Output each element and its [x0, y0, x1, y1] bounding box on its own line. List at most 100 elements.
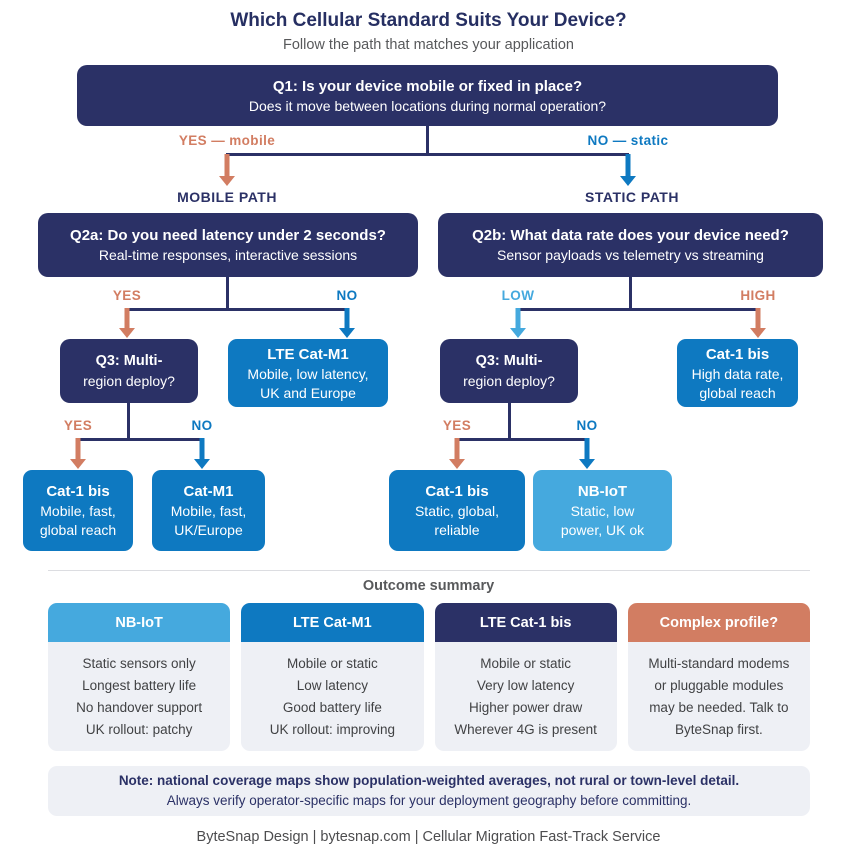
- q1-box: Q1: Is your device mobile or fixed in pl…: [77, 65, 778, 126]
- result-lte-cat-m1-line2: UK and Europe: [260, 384, 356, 401]
- result-catm1-uk-title: Cat-M1: [183, 483, 234, 501]
- q3-right-line2: region deploy?: [463, 372, 555, 389]
- arrow-down-q2b-low-icon: [510, 308, 526, 338]
- arrow-down-q3-left-no-icon: [194, 438, 210, 469]
- result-cat1bis-mobile-title: Cat-1 bis: [46, 483, 110, 501]
- q2a-box: Q2a: Do you need latency under 2 seconds…: [38, 213, 418, 277]
- q3-left-box: Q3: Multi- region deploy?: [60, 339, 198, 403]
- q3-left-stub-line: [127, 403, 130, 441]
- q3-right-no-label: NO: [576, 418, 598, 433]
- q2a-no-label: NO: [336, 288, 358, 303]
- result-nbiot-title: NB-IoT: [577, 483, 628, 501]
- summary-card-nbiot: NB-IoT Static sensors only Longest batte…: [48, 603, 231, 752]
- summary-card-line: Higher power draw: [468, 699, 583, 715]
- summary-card-line: Good battery life: [282, 699, 382, 715]
- summary-card-line: Wherever 4G is present: [454, 721, 597, 737]
- result-lte-cat-m1-box: LTE Cat-M1 Mobile, low latency, UK and E…: [228, 339, 388, 407]
- result-catm1-uk-line1: Mobile, fast,: [170, 503, 247, 520]
- summary-card-line: Very low latency: [476, 677, 575, 693]
- summary-card-nbiot-body: Static sensors only Longest battery life…: [48, 642, 231, 752]
- q2b-title: Q2b: What data rate does your device nee…: [472, 227, 789, 245]
- note-regular-line: Always verify operator-specific maps for…: [166, 793, 692, 808]
- q3-right-box: Q3: Multi- region deploy?: [440, 339, 578, 403]
- summary-card-line: ByteSnap first.: [674, 721, 763, 737]
- q2b-stub-line: [629, 277, 632, 311]
- q2a-branch-line: [126, 308, 348, 311]
- summary-card-catm1-body: Mobile or static Low latency Good batter…: [241, 642, 424, 752]
- page-title: Which Cellular Standard Suits Your Devic…: [230, 10, 627, 31]
- arrow-down-q2a-yes-icon: [119, 308, 135, 338]
- arrow-down-mobile-icon: [219, 154, 235, 186]
- q1-branch-line: [226, 153, 629, 156]
- footer-text: ByteSnap Design | bytesnap.com | Cellula…: [196, 829, 661, 845]
- arrow-down-q3-left-yes-icon: [70, 438, 86, 469]
- summary-card-line: Low latency: [296, 677, 369, 693]
- summary-card-line: Longest battery life: [82, 677, 197, 693]
- q2b-high-label: HIGH: [740, 288, 776, 303]
- result-cat1bis-high-title: Cat-1 bis: [705, 345, 770, 363]
- static-path-label: STATIC PATH: [585, 189, 679, 205]
- result-catm1-uk-box: Cat-M1 Mobile, fast, UK/Europe: [152, 470, 265, 551]
- q1-title: Q1: Is your device mobile or fixed in pl…: [272, 77, 583, 95]
- summary-heading: Outcome summary: [362, 578, 495, 594]
- q2a-title: Q2a: Do you need latency under 2 seconds…: [70, 227, 386, 245]
- summary-card-line: Mobile or static: [480, 656, 572, 671]
- mobile-path-label: MOBILE PATH: [177, 189, 277, 205]
- q1-subtitle: Does it move between locations during no…: [248, 97, 607, 114]
- result-cat1bis-static-line2: reliable: [434, 522, 480, 538]
- summary-cards: NB-IoT Static sensors only Longest batte…: [48, 603, 810, 752]
- q3-left-no-label: NO: [191, 418, 213, 433]
- arrow-down-q2a-no-icon: [339, 308, 355, 338]
- q2a-stub-line: [226, 277, 229, 311]
- summary-card-line: may be needed. Talk to: [649, 699, 789, 715]
- summary-card-catm1: LTE Cat-M1 Mobile or static Low latency …: [241, 603, 424, 752]
- q3-right-stub-line: [508, 403, 511, 441]
- result-cat1bis-static-line1: Static, global,: [414, 503, 500, 520]
- result-lte-cat-m1-title: LTE Cat-M1: [267, 345, 349, 363]
- result-nbiot-box: NB-IoT Static, low power, UK ok: [533, 470, 672, 551]
- q3-left-line2: region deploy?: [83, 372, 175, 389]
- result-cat1bis-mobile-box: Cat-1 bis Mobile, fast, global reach: [23, 470, 133, 551]
- q3-right-branch-line: [456, 438, 589, 441]
- page-subtitle: Follow the path that matches your applic…: [283, 37, 574, 53]
- q3-right-line1: Q3: Multi-: [475, 353, 543, 370]
- result-cat1bis-mobile-line2: global reach: [39, 522, 117, 538]
- q1-yes-label: YES — mobile: [178, 133, 276, 148]
- result-lte-cat-m1-line1: Mobile, low latency,: [247, 365, 369, 382]
- summary-card-cat1bis: LTE Cat-1 bis Mobile or static Very low …: [434, 603, 617, 752]
- q3-left-line1: Q3: Multi-: [95, 353, 163, 370]
- result-cat1bis-high-line2: global reach: [699, 384, 776, 401]
- summary-card-cat1bis-body: Mobile or static Very low latency Higher…: [434, 642, 617, 752]
- summary-card-line: Multi-standard modems: [648, 656, 790, 671]
- q2a-subtitle: Real-time responses, interactive session…: [98, 247, 358, 264]
- result-cat1bis-high-line1: High data rate,: [691, 365, 784, 382]
- q1-no-label: NO — static: [587, 133, 669, 148]
- summary-card-complex-title: Complex profile?: [627, 603, 810, 642]
- summary-card-line: UK rollout: improving: [269, 721, 396, 737]
- q3-left-yes-label: YES: [63, 418, 93, 433]
- q2b-subtitle: Sensor payloads vs telemetry vs streamin…: [497, 247, 764, 264]
- result-cat1bis-static-box: Cat-1 bis Static, global, reliable: [389, 470, 525, 551]
- arrow-down-q3-right-no-icon: [579, 438, 595, 469]
- summary-card-catm1-title: LTE Cat-M1: [241, 603, 424, 642]
- summary-card-nbiot-title: NB-IoT: [48, 603, 231, 642]
- note-box: Note: national coverage maps show popula…: [48, 766, 810, 816]
- q3-right-yes-label: YES: [442, 418, 472, 433]
- summary-card-line: or pluggable modules: [654, 677, 784, 693]
- note-bold-line: Note: national coverage maps show popula…: [118, 772, 740, 788]
- summary-card-line: Static sensors only: [82, 656, 196, 671]
- q2b-low-label: LOW: [501, 288, 535, 303]
- result-cat1bis-high-box: Cat-1 bis High data rate, global reach: [677, 339, 798, 407]
- result-catm1-uk-line2: UK/Europe: [174, 522, 243, 538]
- q1-stub-line: [426, 126, 429, 154]
- arrow-down-q3-right-yes-icon: [449, 438, 465, 469]
- q2b-box: Q2b: What data rate does your device nee…: [438, 213, 823, 277]
- summary-divider: [48, 570, 810, 571]
- q2a-yes-label: YES: [112, 288, 142, 303]
- summary-card-line: Mobile or static: [286, 656, 378, 671]
- summary-card-cat1bis-title: LTE Cat-1 bis: [434, 603, 617, 642]
- summary-card-line: No handover support: [76, 699, 203, 715]
- q3-left-branch-line: [77, 438, 204, 441]
- result-cat1bis-static-title: Cat-1 bis: [425, 483, 489, 501]
